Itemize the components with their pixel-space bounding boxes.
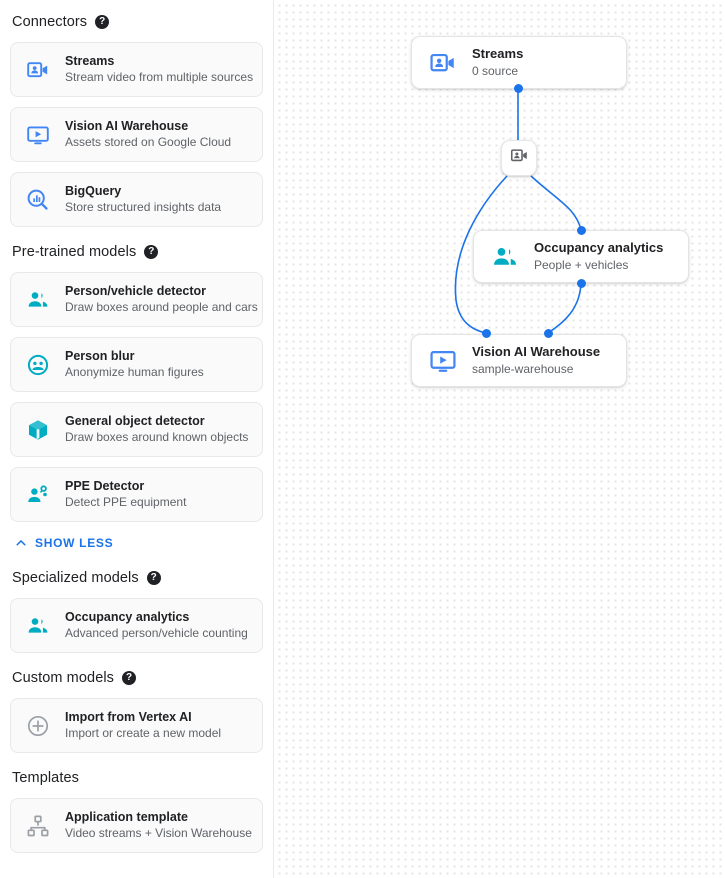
show-less-label: SHOW LESS [35,536,114,550]
item-subtitle: Video streams + Vision Warehouse [65,826,252,840]
custom-model-item-import-from-vertex-ai[interactable]: Import from Vertex AI Import or create a… [10,698,263,753]
item-title: Person blur [65,349,135,363]
graph-edges [454,88,582,334]
graph-node-vision-ai-warehouse[interactable]: Vision AI Warehouse sample-warehouse [411,334,627,387]
node-subtitle: sample-warehouse [472,362,574,376]
node-title: Occupancy analytics [534,240,664,255]
cube-icon [25,417,51,443]
graph-edge-badge-stream-connector[interactable] [501,140,537,176]
item-subtitle: Detect PPE equipment [65,495,187,509]
item-subtitle: Import or create a new model [65,726,222,740]
connector-item-streams[interactable]: Streams Stream video from multiple sourc… [10,42,263,97]
item-title: Occupancy analytics [65,610,190,624]
component-sidebar: Connectors ? Streams Stream video from m… [0,0,274,878]
bigquery-search-icon [25,187,51,213]
graph-canvas[interactable]: Streams 0 source Occupancy analytics Peo… [274,0,725,878]
section-title: Connectors [12,14,88,30]
item-title: PPE Detector [65,479,145,493]
item-subtitle: Stream video from multiple sources [65,70,254,84]
item-subtitle: Store structured insights data [65,200,222,214]
video-person-icon [428,48,458,78]
model-item-occupancy-analytics[interactable]: Occupancy analytics Advanced person/vehi… [10,598,263,653]
item-subtitle: Draw boxes around people and cars [65,300,258,314]
video-person-icon [510,146,529,170]
video-person-icon [25,57,51,83]
section-title: Custom models [12,670,115,686]
people-icon [25,287,51,313]
node-subtitle: 0 source [472,64,519,78]
template-item-application-template[interactable]: Application template Video streams + Vis… [10,798,263,853]
monitor-play-icon [428,346,458,376]
port-occupancy-input[interactable] [577,226,586,235]
item-title: Vision AI Warehouse [65,119,189,133]
help-icon[interactable]: ? [144,245,159,259]
people-icon [490,242,520,272]
node-title: Streams [472,46,524,61]
person-blur-icon [25,352,51,378]
ppe-person-icon [25,482,51,508]
monitor-play-icon [25,122,51,148]
section-title: Pre-trained models [12,244,137,260]
model-item-general-object-detector[interactable]: General object detector Draw boxes aroun… [10,402,263,457]
port-streams-output[interactable] [514,84,523,93]
item-title: Person/vehicle detector [65,284,207,298]
node-title: Vision AI Warehouse [472,344,601,359]
item-title: Streams [65,54,115,68]
port-warehouse-input-right[interactable] [544,329,553,338]
section-header-specialized-models: Specialized models ? [10,568,263,588]
item-subtitle: Draw boxes around known objects [65,430,249,444]
hierarchy-icon [25,813,51,839]
help-icon[interactable]: ? [122,671,137,685]
section-title: Templates [12,770,79,786]
connector-item-bigquery[interactable]: BigQuery Store structured insights data [10,172,263,227]
model-item-ppe-detector[interactable]: PPE Detector Detect PPE equipment [10,467,263,522]
chevron-up-icon [14,536,28,550]
section-header-pre-trained-models: Pre-trained models ? [10,242,263,262]
show-less-button[interactable]: SHOW LESS [14,532,263,554]
item-title: BigQuery [65,184,122,198]
section-header-templates: Templates [10,768,263,788]
section-header-custom-models: Custom models ? [10,668,263,688]
item-title: General object detector [65,414,205,428]
model-item-person-vehicle-detector[interactable]: Person/vehicle detector Draw boxes aroun… [10,272,263,327]
help-icon[interactable]: ? [95,15,110,29]
connector-item-vision-ai-warehouse[interactable]: Vision AI Warehouse Assets stored on Goo… [10,107,263,162]
graph-node-occupancy-analytics[interactable]: Occupancy analytics People + vehicles [473,230,689,283]
section-header-connectors: Connectors ? [10,12,263,32]
port-warehouse-input-left[interactable] [482,329,491,338]
item-subtitle: Assets stored on Google Cloud [65,135,232,149]
section-title: Specialized models [12,570,139,586]
node-subtitle: People + vehicles [534,258,629,272]
item-title: Application template [65,810,188,824]
item-subtitle: Advanced person/vehicle counting [65,626,248,640]
port-occupancy-output[interactable] [577,279,586,288]
item-subtitle: Anonymize human figures [65,365,204,379]
people-icon [25,613,51,639]
plus-circle-icon [25,713,51,739]
model-item-person-blur[interactable]: Person blur Anonymize human figures [10,337,263,392]
item-title: Import from Vertex AI [65,710,192,724]
help-icon[interactable]: ? [146,571,161,585]
graph-node-streams[interactable]: Streams 0 source [411,36,627,89]
